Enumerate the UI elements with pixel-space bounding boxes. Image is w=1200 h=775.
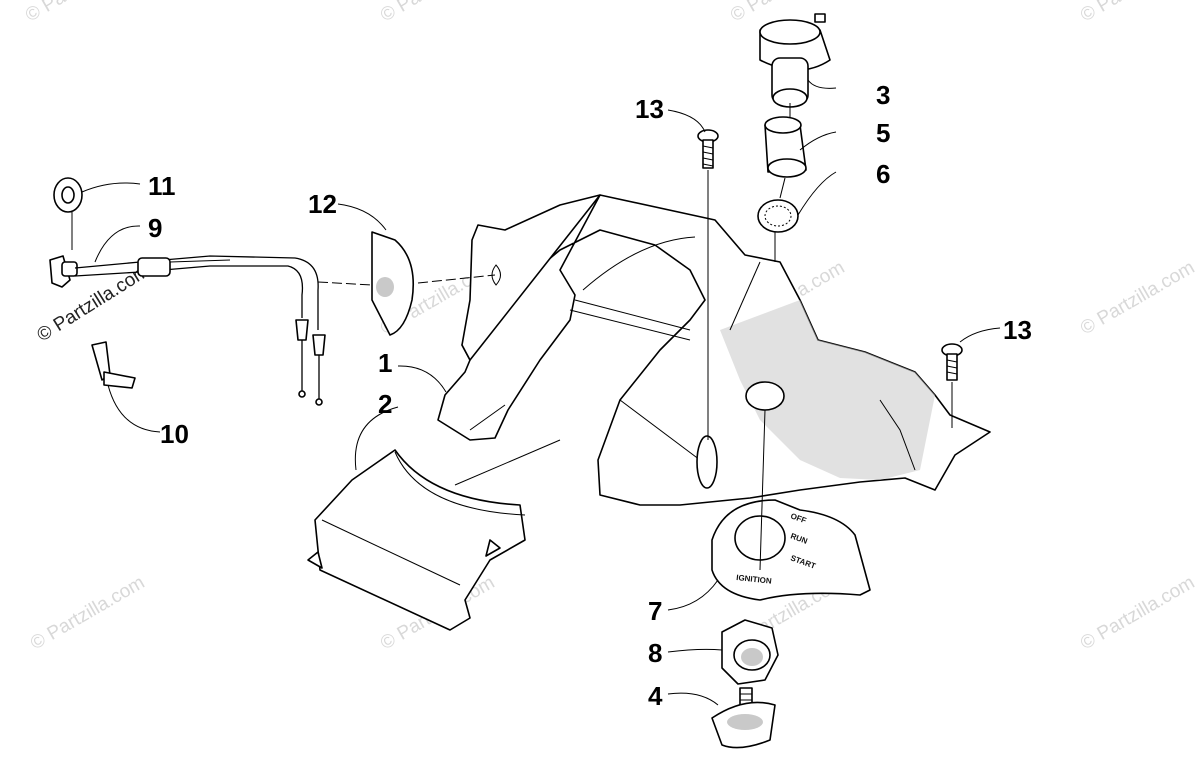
lock-washer-part-6 [757,177,799,262]
bezel-label-ignition: IGNITION [736,573,773,586]
watermark: © Partzilla.com [1077,0,1198,26]
callout-13-right: 13 [1003,315,1032,345]
callout-4: 4 [648,681,663,711]
grommet-part-12 [371,231,501,336]
callout-8: 8 [648,638,662,668]
watermark: © Partzilla.com [1077,257,1198,339]
watermark: © Partzilla.com [27,572,148,654]
callout-3: 3 [876,80,890,110]
sleeve-part-5 [764,103,807,178]
leader-lines [81,79,1001,706]
callout-5: 5 [876,118,890,148]
callout-12: 12 [308,189,337,219]
callout-6: 6 [876,159,890,189]
callout-9: 9 [148,213,162,243]
callout-11: 11 [148,171,176,201]
screw-part-13-left [697,129,719,440]
lower-cover-part-2 [307,449,526,631]
watermark: © Partzilla.com [22,0,143,26]
console-housing-part-1 [437,194,991,506]
callout-13-left: 13 [635,94,664,124]
callout-2: 2 [378,389,392,419]
callout-7: 7 [648,596,662,626]
ignition-bezel-part-7: OFF RUN START IGNITION [711,409,871,601]
callout-10: 10 [160,419,189,449]
callout-1: 1 [378,348,392,378]
callout-labels: 1 2 3 4 5 6 7 8 9 10 11 12 13 13 [148,80,1032,711]
watermark: © Partzilla.com [377,0,498,26]
nut-part-8 [721,619,779,685]
throttle-cable-assembly [49,177,496,406]
watermark: © Partzilla.com [1077,572,1198,654]
ignition-switch-part-3 [759,13,831,108]
key-part-4 [711,687,776,749]
screw-part-13-right [941,343,963,428]
